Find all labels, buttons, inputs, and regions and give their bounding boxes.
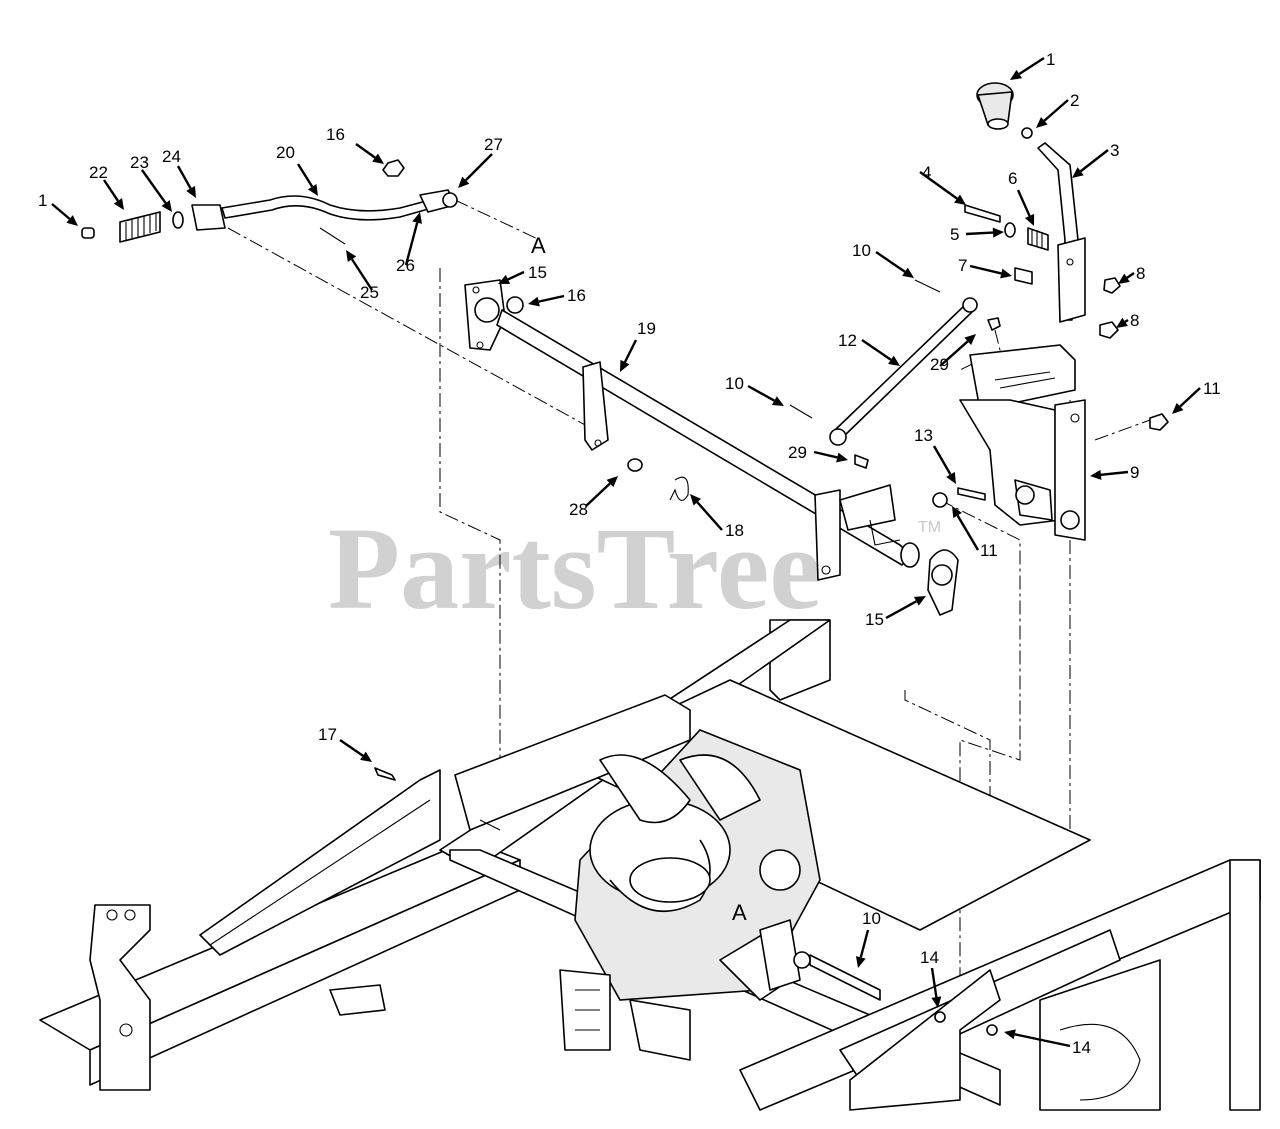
callout-23: 23 (130, 153, 149, 172)
callout-arrow (103, 179, 124, 210)
reference-letters: A A (531, 233, 747, 925)
callout-arrow (855, 929, 870, 968)
callout-arrow (51, 203, 78, 226)
callout-26: 26 (396, 256, 415, 275)
callout-29-upper: 29 (930, 355, 949, 374)
callout-arrow (690, 494, 723, 531)
callout-25: 25 (360, 283, 379, 302)
callout-14-right: 14 (1072, 1038, 1091, 1057)
callout-arrow (969, 264, 1012, 279)
callout-2: 2 (1070, 91, 1079, 110)
reference-letter-a-upper: A (531, 233, 546, 258)
callout-13: 13 (914, 426, 933, 445)
callout-arrow (747, 384, 784, 406)
callout-arrows (51, 56, 1201, 1048)
callout-10-middle: 10 (725, 374, 744, 393)
callout-arrow (339, 739, 372, 762)
callout-arrow (404, 212, 423, 266)
callout-arrow (1118, 272, 1135, 284)
callout-arrow (296, 163, 318, 196)
watermark: PartsTree TM (328, 503, 941, 634)
callout-arrow (346, 250, 374, 291)
callout-10-lower: 10 (862, 909, 881, 928)
callout-arrow (885, 596, 926, 620)
callout-8-upper: 8 (1136, 264, 1145, 283)
watermark-text: PartsTree (328, 503, 822, 634)
callout-6: 6 (1008, 169, 1017, 188)
callout-11-upper: 11 (1203, 379, 1221, 398)
callout-11-lower: 11 (980, 541, 998, 560)
callout-19: 19 (637, 319, 656, 338)
callout-29-lower: 29 (788, 443, 807, 462)
callout-1-knob: 1 (1046, 50, 1055, 69)
callout-arrow (141, 169, 172, 212)
callout-9: 9 (1130, 463, 1139, 482)
callout-10-upper: 10 (852, 241, 871, 260)
callout-18: 18 (725, 521, 744, 540)
transaxle-assembly (559, 729, 881, 1061)
callout-arrow (1016, 189, 1035, 226)
callout-22: 22 (89, 163, 108, 182)
callout-arrow (919, 171, 966, 205)
shift-rod-assembly (81, 159, 458, 245)
callout-arrow (1072, 149, 1109, 178)
callout-arrow (1172, 387, 1201, 414)
callout-arrow (875, 251, 914, 278)
callout-14-left: 14 (920, 948, 939, 967)
callout-arrow (355, 143, 384, 164)
callout-1-rod: 1 (38, 191, 47, 210)
callout-8-lower: 8 (1130, 311, 1139, 330)
callout-arrow (1004, 1029, 1071, 1048)
callout-arrow (585, 476, 618, 507)
callout-arrow (861, 339, 900, 366)
callout-15-lower: 15 (865, 610, 884, 629)
callout-arrow (813, 450, 848, 463)
callout-arrow (932, 445, 956, 484)
callout-12: 12 (838, 331, 857, 350)
callout-arrow (1036, 99, 1069, 128)
callout-labels: 1 2 3 4 5 6 7 8 8 9 10 10 10 11 11 12 13… (38, 50, 1221, 1057)
link-rod (789, 279, 1001, 469)
callout-arrow (952, 506, 980, 551)
callout-28: 28 (569, 500, 588, 519)
callout-16-lower: 16 (567, 286, 586, 305)
callout-4: 4 (922, 163, 931, 182)
watermark-tm: TM (918, 519, 941, 536)
frame-hardware (374, 767, 998, 1036)
callout-arrow (458, 153, 493, 188)
callout-arrow (176, 165, 196, 198)
callout-arrow (528, 294, 565, 307)
callout-arrow (939, 334, 976, 367)
callout-arrow (498, 270, 525, 284)
reference-letter-a-lower: A (732, 900, 747, 925)
callout-24: 24 (162, 147, 181, 166)
callout-15-upper: 15 (528, 263, 547, 282)
callout-arrow (965, 227, 1004, 238)
callout-17: 17 (318, 725, 337, 744)
callout-20: 20 (276, 143, 295, 162)
callout-arrow (620, 339, 638, 372)
alignment-lines (227, 199, 1151, 1000)
callout-16-upper: 16 (326, 125, 345, 144)
callout-arrow (930, 967, 942, 1008)
callout-7: 7 (958, 256, 967, 275)
callout-3: 3 (1110, 141, 1119, 160)
cross-shaft-assembly (464, 279, 959, 616)
callout-arrow (1090, 469, 1129, 480)
callout-arrow (1010, 56, 1045, 80)
callout-arrow (1116, 317, 1129, 328)
control-lever-assembly (957, 82, 1169, 541)
callout-5: 5 (950, 225, 959, 244)
callout-27: 27 (484, 135, 503, 154)
